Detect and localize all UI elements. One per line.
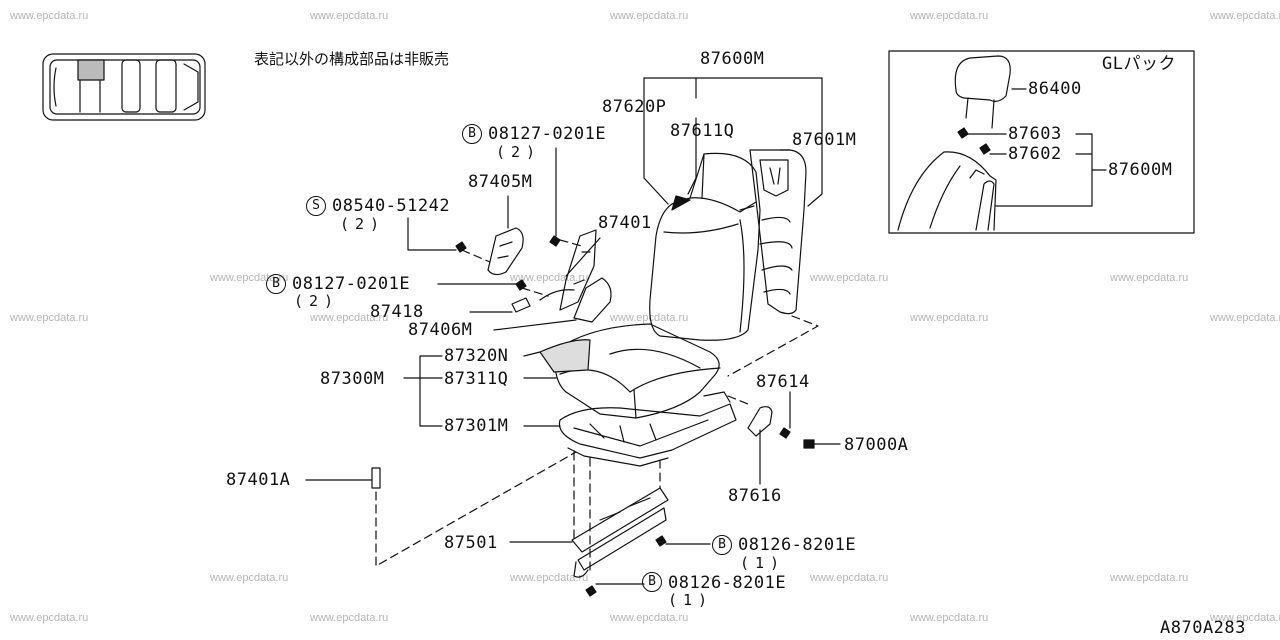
bolt-symbol-icon: B — [642, 572, 662, 592]
callout-87602[interactable]: 87602 — [1008, 144, 1062, 164]
seat-rail-icon — [571, 487, 669, 578]
inset-headrest-icon — [954, 55, 1011, 129]
watermark: www.epcdata.ru — [10, 10, 89, 22]
callout-08126-b[interactable]: 08126-8201E — [668, 573, 787, 593]
callout-87603[interactable]: 87603 — [1008, 124, 1062, 144]
watermark: www.epcdata.ru — [1210, 10, 1280, 22]
callout-87418[interactable]: 87418 — [370, 302, 424, 322]
watermark: www.epcdata.ru — [1110, 572, 1189, 584]
callout-87501[interactable]: 87501 — [444, 533, 498, 553]
inset-title: GLパック — [1102, 54, 1176, 74]
watermark: www.epcdata.ru — [510, 572, 589, 584]
callout-87616[interactable]: 87616 — [728, 486, 782, 506]
recliner-plate-icon — [487, 227, 612, 323]
not-sold-note: 表記以外の構成部品は非販売 — [254, 50, 450, 68]
quantity: (1) — [740, 554, 786, 572]
callout-87300m[interactable]: 87300M — [320, 369, 385, 389]
callout-08127-top[interactable]: 08127-0201E — [488, 124, 607, 144]
seat-frame-icon — [558, 391, 737, 467]
quantity: (2) — [496, 143, 542, 161]
watermark: www.epcdata.ru — [810, 572, 889, 584]
callout-87401[interactable]: 87401 — [598, 213, 652, 233]
callout-87601m[interactable]: 87601M — [792, 130, 857, 150]
watermark: www.epcdata.ru — [310, 312, 389, 324]
bolt-87401a-icon — [371, 467, 381, 489]
callout-87620p[interactable]: 87620P — [602, 97, 667, 117]
callout-87405m[interactable]: 87405M — [468, 172, 533, 192]
callout-87000a[interactable]: 87000A — [844, 435, 909, 455]
watermark: www.epcdata.ru — [10, 612, 89, 624]
side-cover-icon — [747, 406, 773, 437]
bolt-symbol-icon: B — [462, 124, 482, 144]
quantity: (1) — [668, 591, 714, 609]
watermark: www.epcdata.ru — [610, 612, 689, 624]
screw-symbol-icon: S — [306, 196, 326, 216]
watermark: www.epcdata.ru — [910, 10, 989, 22]
watermark: www.epcdata.ru — [10, 312, 89, 324]
quantity: (2) — [340, 215, 386, 233]
inset-clip-icon — [957, 127, 991, 155]
bolt-symbol-icon: B — [266, 274, 286, 294]
watermark: www.epcdata.ru — [310, 612, 389, 624]
watermark: www.epcdata.ru — [910, 612, 989, 624]
callout-87301m[interactable]: 87301M — [444, 416, 509, 436]
watermark: www.epcdata.ru — [210, 572, 289, 584]
diagram-code: A870A283 — [1160, 618, 1246, 638]
callout-87600m[interactable]: 87600M — [700, 49, 765, 69]
callout-87611q[interactable]: 87611Q — [670, 121, 735, 141]
inset-seatback-icon — [897, 151, 997, 231]
watermark: www.epcdata.ru — [1210, 612, 1280, 624]
seatback-cushion-icon — [649, 152, 761, 341]
callout-08126-a[interactable]: 08126-8201E — [738, 535, 857, 555]
callout-08540[interactable]: 08540-51242 — [332, 196, 451, 216]
callout-87614[interactable]: 87614 — [756, 372, 810, 392]
watermark: www.epcdata.ru — [910, 312, 989, 324]
callout-08127-mid[interactable]: 08127-0201E — [292, 274, 411, 294]
callout-87401a[interactable]: 87401A — [226, 470, 291, 490]
watermark: www.epcdata.ru — [1110, 272, 1189, 284]
vehicle-locator-icon — [42, 53, 206, 121]
watermark: www.epcdata.ru — [1210, 312, 1280, 324]
watermark: www.epcdata.ru — [310, 10, 389, 22]
watermark: www.epcdata.ru — [510, 272, 589, 284]
quantity: (2) — [294, 292, 340, 310]
callout-87406m[interactable]: 87406M — [408, 320, 473, 340]
bolt-symbol-icon: B — [712, 535, 732, 555]
callout-inset-87600m[interactable]: 87600M — [1108, 160, 1173, 180]
watermark: www.epcdata.ru — [810, 272, 889, 284]
watermark: www.epcdata.ru — [610, 10, 689, 22]
callout-86400[interactable]: 86400 — [1028, 79, 1082, 99]
callout-87311q[interactable]: 87311Q — [444, 369, 509, 389]
seatback-frame-icon — [739, 149, 807, 315]
callout-87320n[interactable]: 87320N — [444, 346, 509, 366]
watermark: www.epcdata.ru — [610, 312, 689, 324]
seat-cushion-icon — [539, 323, 721, 419]
gl-pack-inset-box — [888, 50, 1195, 234]
